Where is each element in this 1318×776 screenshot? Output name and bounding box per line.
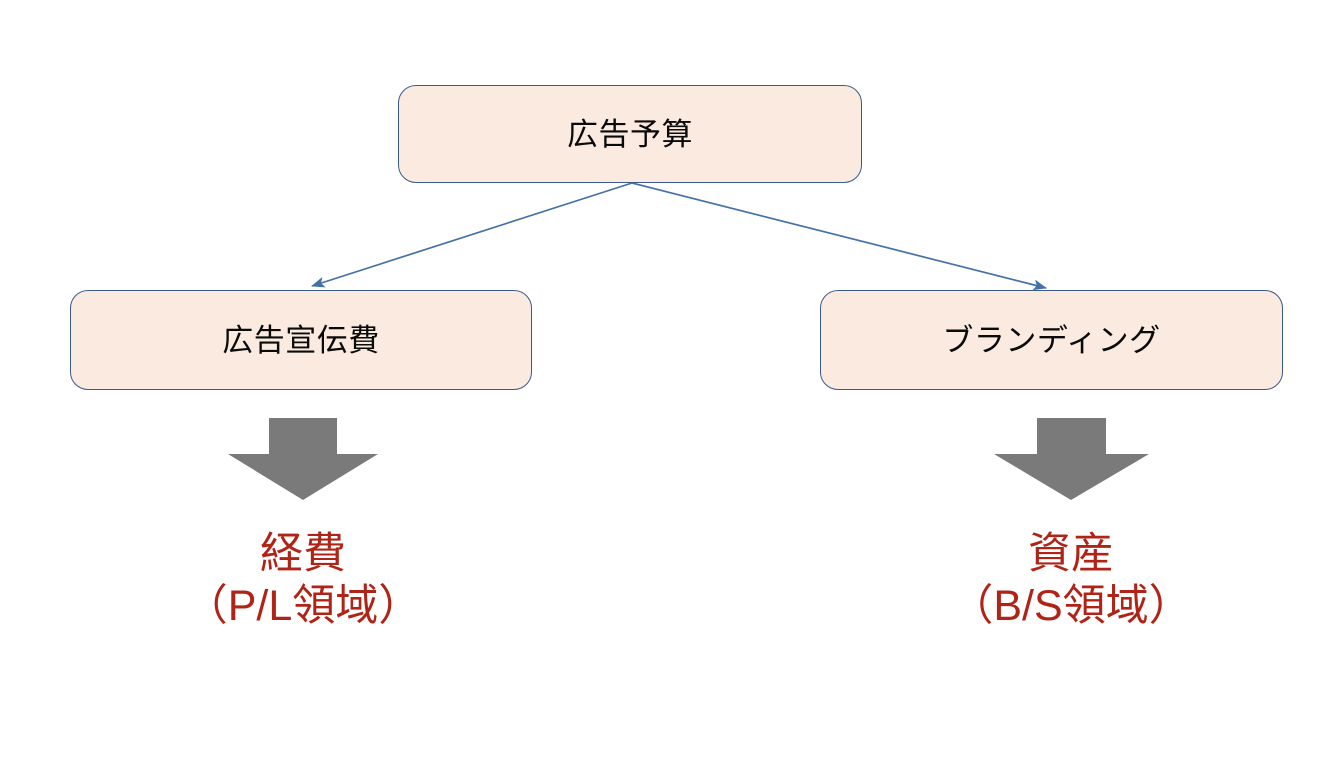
connector-budget-to-branding [631, 182, 1047, 291]
node-branding[interactable]: ブランディング [820, 290, 1283, 390]
outcome-expenses-subtitle: （P/L領域） [184, 582, 422, 631]
outcome-expenses-title: 経費 [260, 530, 346, 578]
node-advertising-expenses-label: 広告宣伝費 [222, 322, 380, 358]
node-branding-label: ブランディング [942, 322, 1161, 358]
arrow-down-block-icon-branding [994, 418, 1149, 500]
outcome-assets-title: 資産 [1028, 530, 1114, 578]
node-advertising-budget-label: 広告予算 [567, 116, 693, 152]
connector-budget-to-expenses [311, 182, 633, 288]
outcome-assets: 資産 （B/S領域） [851, 528, 1291, 633]
outcome-assets-subtitle: （B/S領域） [950, 582, 1192, 631]
arrow-down-block-icon-expenses [228, 418, 378, 500]
node-advertising-budget[interactable]: 広告予算 [398, 85, 862, 183]
node-advertising-expenses[interactable]: 広告宣伝費 [70, 290, 532, 390]
outcome-expenses: 経費 （P/L領域） [83, 528, 523, 633]
